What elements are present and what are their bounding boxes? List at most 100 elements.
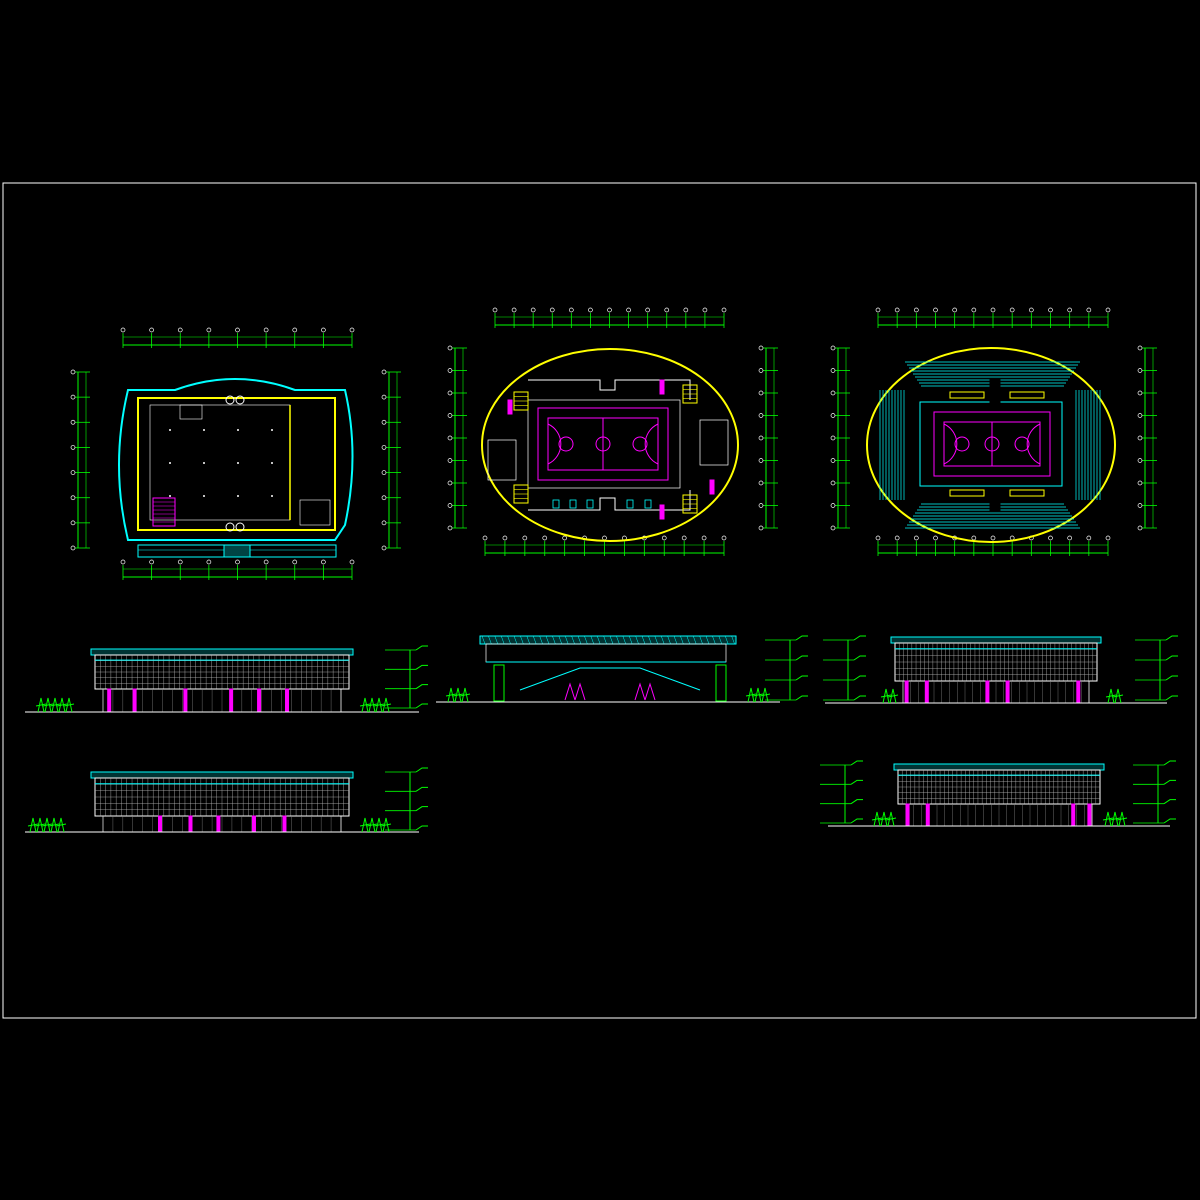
column: [107, 688, 112, 713]
level-marker: [1163, 779, 1176, 785]
grid-bubble: [830, 368, 836, 373]
portal: [574, 682, 586, 701]
roof-fascia: [90, 771, 354, 779]
truss-web: [692, 635, 697, 645]
grid-bubble: [645, 307, 651, 313]
roof-fascia: [890, 636, 1102, 644]
grid-bubble: [206, 327, 212, 333]
level-marker: [853, 675, 866, 681]
grid-bubble: [447, 345, 453, 351]
grid-bubble: [1137, 458, 1143, 463]
truss-web: [616, 635, 620, 645]
grid-bubble: [971, 535, 977, 541]
truss-web: [680, 635, 684, 645]
grid-bubble: [70, 394, 76, 400]
truss-web: [494, 635, 499, 645]
level-marker: [795, 675, 808, 681]
court-three-point-arc: [1026, 423, 1041, 465]
truss-web: [705, 635, 710, 645]
grid-bubble: [321, 327, 326, 333]
grid-bubble: [235, 327, 240, 333]
grid-bubble: [511, 307, 517, 313]
plan-ground: [70, 327, 401, 580]
grid-bubble: [1137, 480, 1143, 486]
level-marker: [1165, 675, 1178, 681]
column-dot: [271, 462, 273, 464]
grid-bubble: [70, 545, 76, 551]
grid-bubble: [1086, 535, 1092, 541]
entrance-door: [235, 395, 245, 405]
column: [229, 688, 234, 713]
roof-fascia: [90, 648, 354, 656]
level-marker: [415, 645, 428, 651]
truss-web: [500, 635, 505, 645]
column: [985, 680, 990, 704]
grid-bubble: [933, 307, 938, 313]
level-marker: [795, 635, 808, 641]
oval-roof-edge: [481, 348, 739, 542]
court-three-point-arc: [547, 423, 562, 465]
north-wall: [528, 379, 691, 400]
grid-bubble: [120, 327, 126, 333]
vomitory: [1009, 391, 1045, 399]
roof-truss: [479, 635, 737, 645]
grid-bubble: [349, 327, 355, 333]
portal: [644, 682, 656, 701]
truss-web: [686, 635, 691, 645]
truss-web: [699, 635, 703, 645]
column: [1005, 680, 1010, 704]
grid-bubble: [758, 435, 764, 441]
truss-web: [571, 635, 575, 645]
tree-symbol: [1105, 688, 1117, 704]
stand-profile: [519, 667, 701, 691]
level-marker: [415, 825, 428, 831]
level-marker: [415, 664, 428, 670]
grid-bubble: [1137, 435, 1143, 441]
grid-bubble: [661, 535, 667, 541]
level-marker: [415, 703, 428, 709]
grid-bubble: [1137, 413, 1143, 418]
tree-symbol: [380, 697, 392, 713]
room: [179, 404, 203, 420]
court-boundary: [527, 399, 681, 489]
level-marker: [1163, 818, 1176, 824]
grid-bubble: [70, 419, 76, 425]
truss-web: [654, 635, 659, 645]
tree-symbol: [359, 697, 371, 713]
grid-bubble: [263, 559, 269, 565]
grid-bubble: [933, 535, 938, 541]
column: [257, 688, 262, 713]
court-key-circle: [558, 436, 574, 452]
grid-bubble: [492, 307, 498, 313]
west-room: [487, 439, 517, 481]
stair: [152, 497, 176, 527]
grid-bubble: [120, 559, 126, 565]
column-dot: [203, 429, 205, 431]
drawing-frame: [2, 182, 1197, 1019]
grid-bubble: [381, 419, 387, 425]
court-key-circle: [1014, 436, 1030, 452]
column-dot: [271, 429, 273, 431]
truss-web: [539, 635, 543, 645]
column: [132, 688, 137, 713]
elev-east: [823, 635, 1178, 704]
level-marker: [853, 655, 866, 661]
tree-symbol: [1109, 811, 1121, 827]
truss-web: [609, 635, 614, 645]
aisle-gap: [989, 377, 1001, 403]
tree-symbol: [63, 697, 75, 713]
tree-symbol: [878, 811, 890, 827]
column-dot: [169, 462, 171, 464]
grid-bubble: [177, 559, 183, 565]
magenta-shaft: [709, 479, 715, 495]
entrance-door: [225, 522, 235, 532]
grid-bubble: [1137, 345, 1143, 351]
truss-web: [648, 635, 652, 645]
grid-bubble: [758, 368, 764, 373]
tree-symbol: [42, 697, 54, 713]
tree-symbol: [745, 687, 757, 703]
tree-symbol: [366, 697, 378, 713]
grid-bubble: [758, 390, 764, 396]
grid-bubble: [447, 390, 453, 396]
grid-bubble: [381, 520, 387, 526]
